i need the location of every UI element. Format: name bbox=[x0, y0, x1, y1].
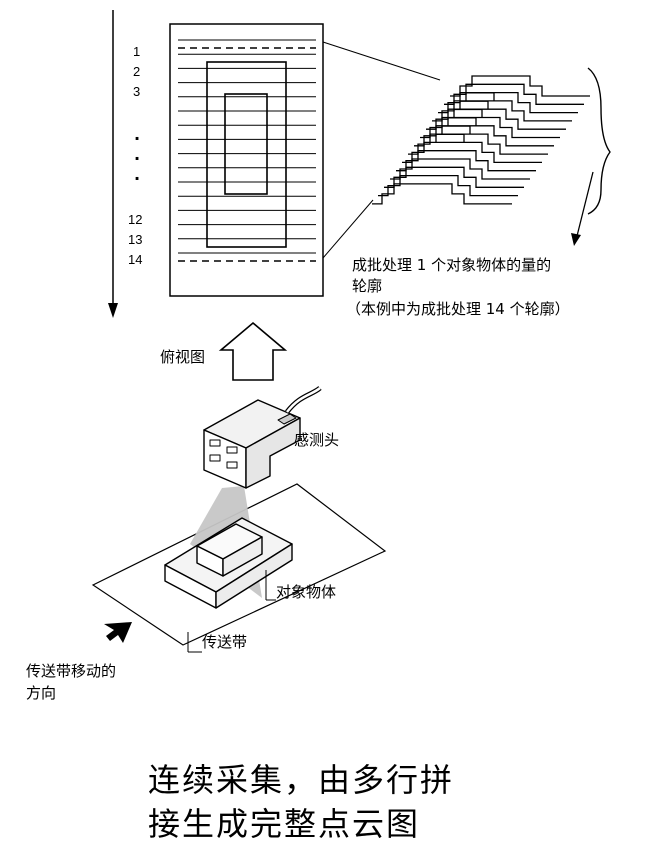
profile-bump bbox=[453, 108, 483, 118]
ellipsis-dot: . bbox=[134, 125, 140, 144]
row-number: 3 bbox=[133, 84, 140, 99]
sensor-head-shape bbox=[203, 386, 322, 489]
profile-bump bbox=[465, 92, 495, 101]
batch-label-line1: 成批处理 1 个对象物体的量的 bbox=[352, 256, 551, 274]
move-direction-label-line1: 传送带移动的 bbox=[26, 662, 116, 680]
scan-frame bbox=[169, 23, 324, 297]
profile-line bbox=[378, 174, 518, 197]
ellipsis-dot: . bbox=[134, 145, 140, 164]
profile-bump bbox=[435, 133, 465, 143]
filled-arrow-icon bbox=[104, 622, 132, 643]
row-number: 2 bbox=[133, 64, 140, 79]
row-numbers: 1 2 3 . . . 12 13 14 bbox=[128, 44, 142, 267]
profile-bump bbox=[441, 125, 471, 135]
scan-direction-arrow bbox=[108, 10, 118, 318]
profile-line bbox=[450, 75, 590, 97]
profile-bump bbox=[459, 100, 489, 110]
hollow-up-arrow-icon bbox=[218, 321, 288, 381]
profile-line bbox=[402, 141, 542, 164]
move-direction-label-line2: 方向 bbox=[26, 684, 56, 702]
row-number: 14 bbox=[128, 252, 142, 267]
row-number: 1 bbox=[133, 44, 140, 59]
target-object-label: 对象物体 bbox=[276, 583, 336, 601]
bracket-pointer bbox=[576, 171, 594, 237]
profile-line bbox=[372, 183, 512, 205]
profile-line bbox=[390, 158, 530, 180]
profile-line bbox=[396, 150, 536, 172]
profile-line bbox=[384, 166, 524, 188]
sensor-head-label: 感测头 bbox=[294, 431, 339, 449]
caption-line2: 接生成完整点云图 bbox=[148, 805, 421, 843]
connector-line bbox=[322, 41, 441, 81]
top-view-label: 俯视图 bbox=[160, 348, 205, 366]
profile-diagram: 1 2 3 . . . 12 13 14 成批处理 1 个对象物体的量的 轮廓 … bbox=[26, 10, 611, 702]
curly-bracket bbox=[587, 67, 611, 215]
row-number: 12 bbox=[128, 212, 142, 227]
pointer-arrowhead bbox=[571, 233, 581, 246]
connector-line bbox=[322, 199, 374, 259]
ellipsis-dot: . bbox=[134, 165, 140, 184]
conveyor-label: 传送带 bbox=[202, 633, 247, 651]
profile-stack bbox=[372, 75, 590, 205]
profile-bump bbox=[447, 117, 477, 126]
caption-line1: 连续采集，由多行拼 bbox=[148, 761, 455, 799]
batch-label-line3: （本例中为成批处理 14 个轮廓） bbox=[346, 300, 570, 318]
target-object-shape bbox=[164, 517, 293, 609]
row-number: 13 bbox=[128, 232, 142, 247]
caption: 连续采集，由多行拼 接生成完整点云图 bbox=[148, 758, 628, 846]
batch-label-line2: 轮廓 bbox=[352, 277, 382, 295]
profile-line bbox=[444, 83, 584, 105]
